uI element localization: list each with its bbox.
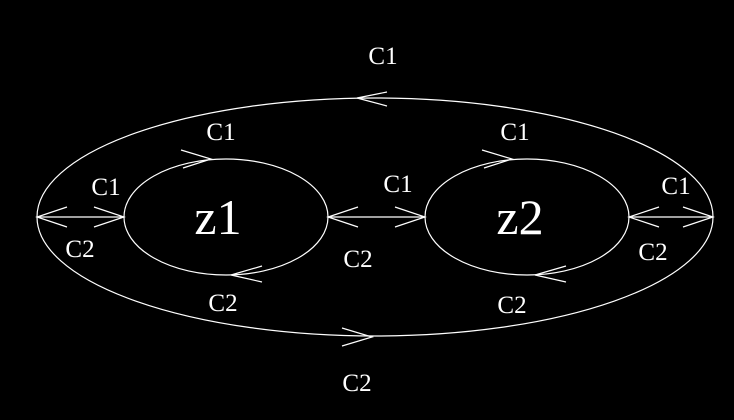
middle-connector-left-arrow-icon [326, 206, 359, 228]
z1-label: z1 [194, 189, 241, 245]
right-connector-right-arrow-icon [682, 206, 715, 228]
z1-bottom-arrow-icon [230, 265, 263, 283]
right-top-label: C1 [661, 173, 690, 200]
outer-top-arrow-icon [356, 91, 388, 107]
right-connector-left-arrow-icon [627, 206, 660, 228]
z2-bottom-label: C2 [497, 292, 526, 319]
left-connector-right-arrow-icon [93, 206, 126, 228]
left-bottom-label: C2 [65, 236, 94, 263]
z2-label: z2 [496, 189, 543, 245]
right-bottom-label: C2 [638, 239, 667, 266]
outer-top-label: C1 [368, 43, 397, 70]
middle-connector-right-arrow-icon [394, 206, 427, 228]
z1-top-label: C1 [206, 119, 235, 146]
z2-top-label: C1 [500, 119, 529, 146]
z1-top-arrow-icon [180, 149, 214, 169]
middle-bottom-label: C2 [343, 246, 372, 273]
z2-top-arrow-icon [481, 149, 515, 169]
left-connector-left-arrow-icon [35, 206, 68, 228]
outer-bottom-label: C2 [342, 370, 371, 397]
outer-bottom-arrow-icon [341, 327, 375, 347]
z1-bottom-label: C2 [208, 290, 237, 317]
left-top-label: C1 [91, 174, 120, 201]
middle-top-label: C1 [383, 171, 412, 198]
z2-bottom-arrow-icon [534, 265, 567, 283]
